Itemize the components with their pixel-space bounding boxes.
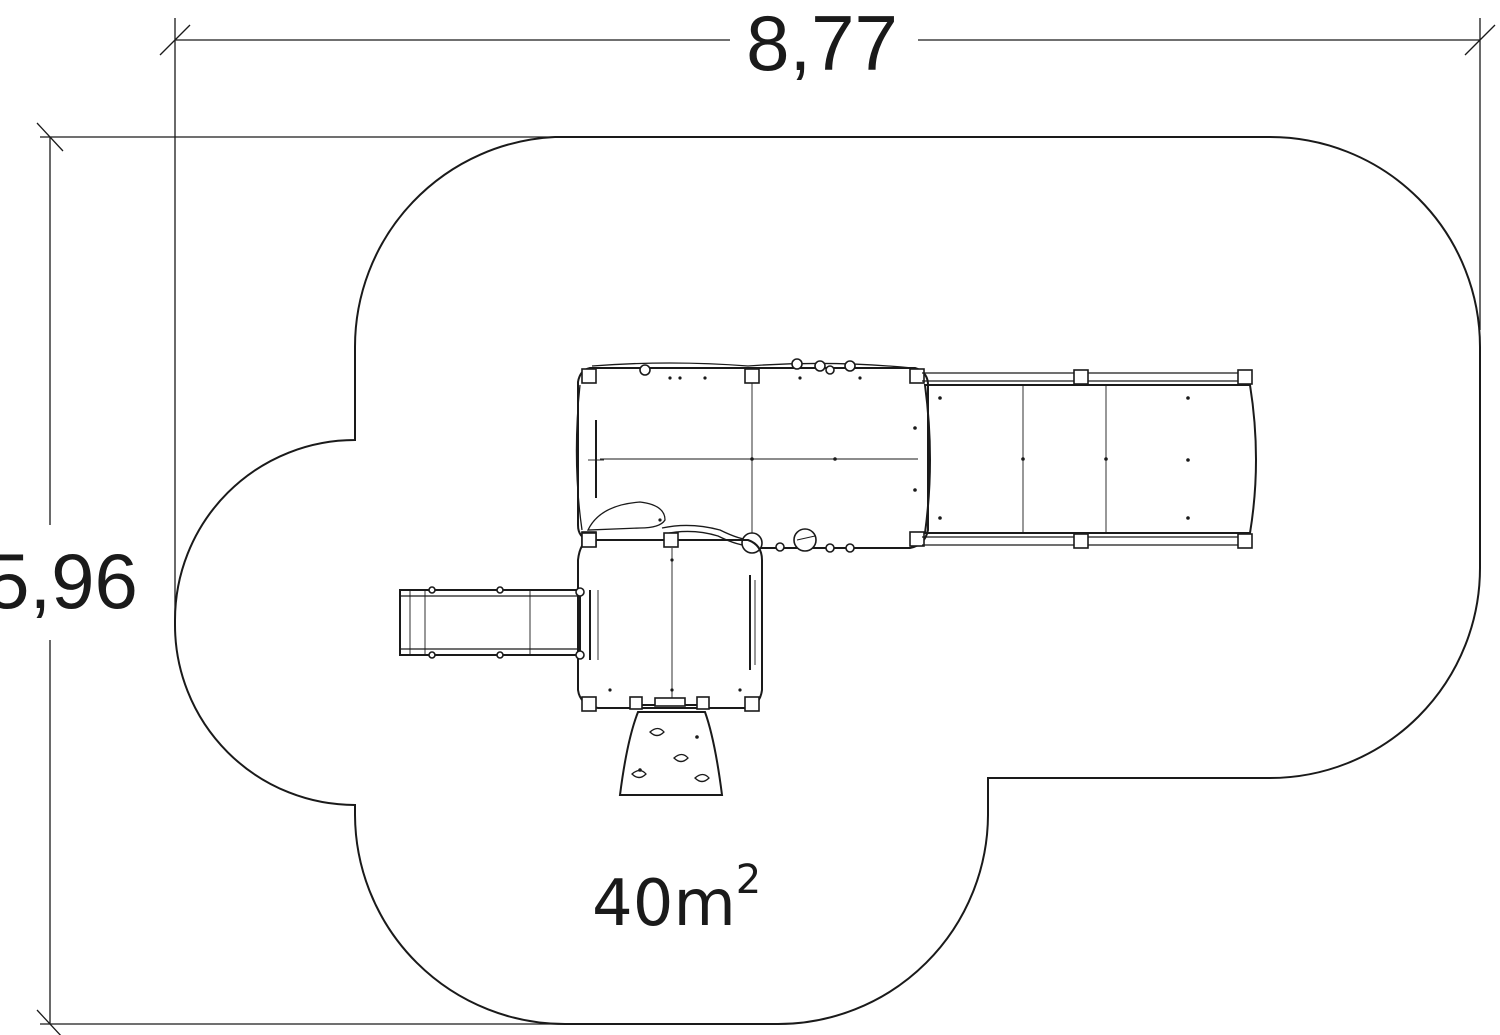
width-dimension-line (159, 18, 1496, 620)
upper-platform (575, 358, 929, 549)
area-label: 40m2 (592, 857, 761, 941)
width-dimension-label: 8,77 (746, 0, 898, 87)
left-slide (399, 586, 585, 660)
climbing-wall (618, 711, 724, 796)
area-superscript: 2 (736, 857, 761, 903)
area-value: 40m (592, 867, 736, 941)
right-ramp (922, 369, 1257, 549)
safety-zone-outline (174, 136, 1481, 1025)
height-dimension-label: 5,96 (0, 537, 138, 625)
lower-platform (577, 532, 763, 712)
connector-rail (586, 501, 900, 554)
